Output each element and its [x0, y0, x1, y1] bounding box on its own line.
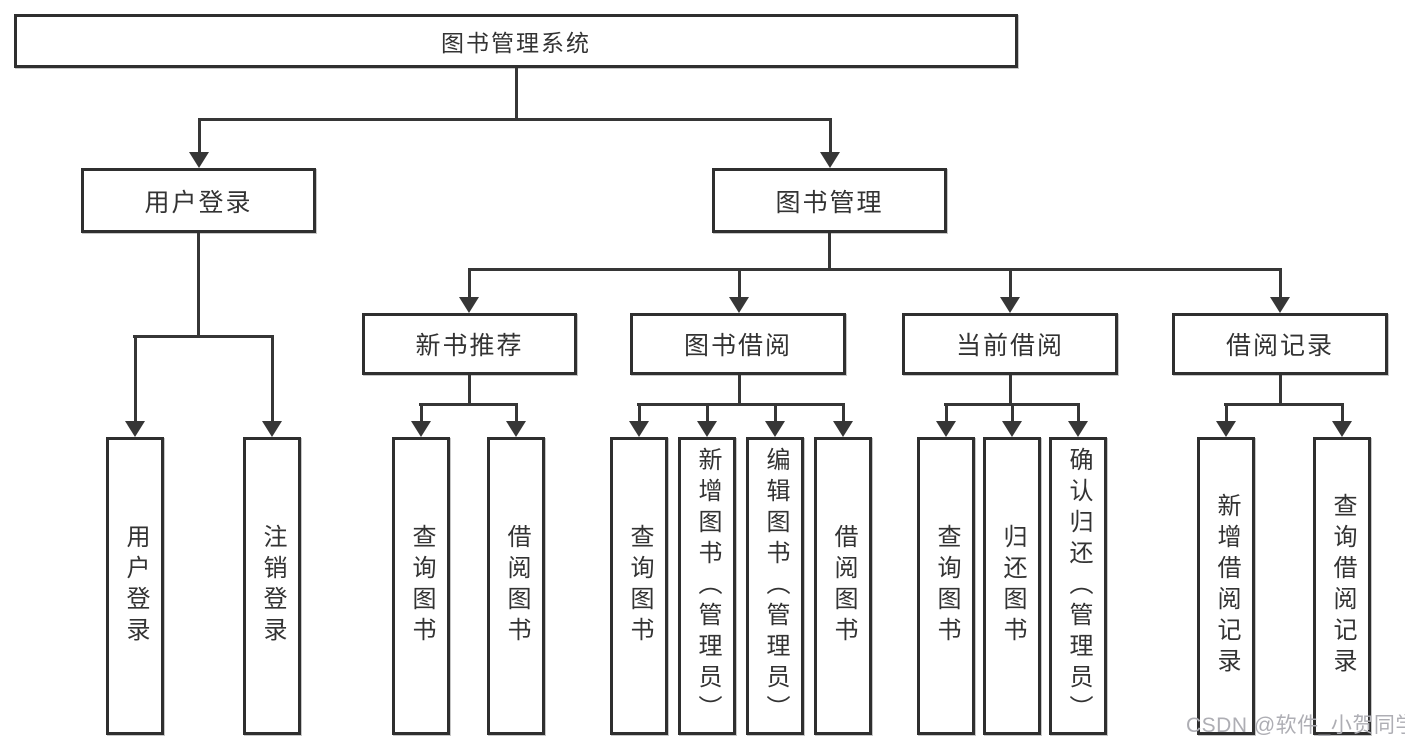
connector-new-book-stub [468, 375, 471, 406]
arrow-down-icon [1216, 421, 1236, 437]
arrow-shaft-leaf [134, 337, 137, 423]
arrow-down-icon [459, 297, 479, 313]
leaf-label: 查询图书 [933, 524, 960, 648]
arrow-down-icon [629, 421, 649, 437]
arrow-shaft-leaf [638, 405, 641, 423]
arrow-down-icon [729, 297, 749, 313]
leaf-edit-books-admin: 编辑图书（管理员） [746, 437, 804, 735]
leaf-label: 用户登录 [122, 524, 149, 648]
leaf-label: 确认归还（管理员） [1065, 446, 1092, 726]
leaf-label: 借阅图书 [830, 524, 857, 648]
leaf-query-books-borrowing: 查询图书 [610, 437, 668, 735]
connector-user-login-stub [197, 233, 200, 337]
arrow-down-icon [1332, 421, 1352, 437]
csdn-watermark: CSDN @软件_小贺同学 [1186, 714, 1405, 737]
leaf-label: 借阅图书 [503, 524, 530, 648]
arrow-shaft-leaf [774, 405, 777, 423]
node-book-management: 图书管理 [712, 168, 947, 233]
leaf-return-books: 归还图书 [983, 437, 1041, 735]
arrow-down-icon [1068, 421, 1088, 437]
leaf-label: 查询图书 [408, 524, 435, 648]
arrow-shaft-leaf [271, 337, 274, 423]
arrow-down-icon [1002, 421, 1022, 437]
leaf-confirm-return-admin: 确认归还（管理员） [1049, 437, 1107, 735]
leaf-label: 查询图书 [626, 524, 653, 648]
arrow-shaft-level3 [738, 270, 741, 298]
arrow-shaft-leaf [515, 405, 518, 423]
leaf-query-borrow-record: 查询借阅记录 [1313, 437, 1371, 735]
connector-current-borrowing-bar [944, 403, 1080, 406]
arrow-shaft-level3 [468, 270, 471, 298]
connector-book-management-stub [828, 233, 831, 270]
arrow-shaft-leaf [1225, 405, 1228, 423]
arrow-down-icon [765, 421, 785, 437]
leaf-label: 查询借阅记录 [1329, 493, 1356, 679]
leaf-label: 新增借阅记录 [1213, 493, 1240, 679]
leaf-label: 归还图书 [999, 524, 1026, 648]
connector-book-management-bar [468, 268, 1282, 271]
arrow-shaft-leaf [1011, 405, 1014, 423]
connector-borrowing-records-bar [1224, 403, 1344, 406]
leaf-borrow-books: 借阅图书 [814, 437, 872, 735]
connector-root-stub [515, 68, 518, 121]
arrow-down-icon [936, 421, 956, 437]
node-book-borrowing: 图书借阅 [630, 313, 846, 375]
connector-borrowing-records-stub [1279, 375, 1282, 406]
arrow-shaft-user-login [198, 120, 201, 155]
arrow-shaft-level3 [1009, 270, 1012, 298]
arrow-down-icon [820, 152, 840, 168]
arrow-shaft-leaf [1077, 405, 1080, 423]
leaf-label: 编辑图书（管理员） [762, 446, 789, 726]
arrow-down-icon [833, 421, 853, 437]
connector-root-bar [198, 118, 832, 121]
leaf-user-login: 用户登录 [106, 437, 164, 735]
arrow-down-icon [125, 421, 145, 437]
leaf-add-borrow-record: 新增借阅记录 [1197, 437, 1255, 735]
leaf-logout: 注销登录 [243, 437, 301, 735]
arrow-shaft-level3 [1279, 270, 1282, 298]
leaf-query-books-recommend: 查询图书 [392, 437, 450, 735]
connector-user-login-bar [133, 335, 274, 338]
node-borrowing-records: 借阅记录 [1172, 313, 1388, 375]
arrow-shaft-leaf [706, 405, 709, 423]
arrow-shaft-leaf [420, 405, 423, 423]
node-current-borrowing: 当前借阅 [902, 313, 1118, 375]
leaf-label: 注销登录 [259, 524, 286, 648]
arrow-shaft-leaf [842, 405, 845, 423]
leaf-borrow-books-recommend: 借阅图书 [487, 437, 545, 735]
arrow-down-icon [697, 421, 717, 437]
arrow-down-icon [1000, 297, 1020, 313]
arrow-shaft-book-management [829, 120, 832, 155]
connector-book-borrowing-stub [738, 375, 741, 406]
node-root: 图书管理系统 [14, 14, 1018, 68]
arrow-down-icon [189, 152, 209, 168]
leaf-label: 新增图书（管理员） [694, 446, 721, 726]
arrow-down-icon [1270, 297, 1290, 313]
leaf-add-books-admin: 新增图书（管理员） [678, 437, 736, 735]
arrow-down-icon [506, 421, 526, 437]
arrow-down-icon [262, 421, 282, 437]
arrow-shaft-leaf [945, 405, 948, 423]
arrow-shaft-leaf [1341, 405, 1344, 423]
arrow-down-icon [411, 421, 431, 437]
connector-book-borrowing-bar [637, 403, 845, 406]
connector-current-borrowing-stub [1009, 375, 1012, 406]
node-user-login: 用户登录 [81, 168, 316, 233]
leaf-query-books-current: 查询图书 [917, 437, 975, 735]
connector-new-book-bar [419, 403, 518, 406]
node-new-book-recommend: 新书推荐 [362, 313, 577, 375]
